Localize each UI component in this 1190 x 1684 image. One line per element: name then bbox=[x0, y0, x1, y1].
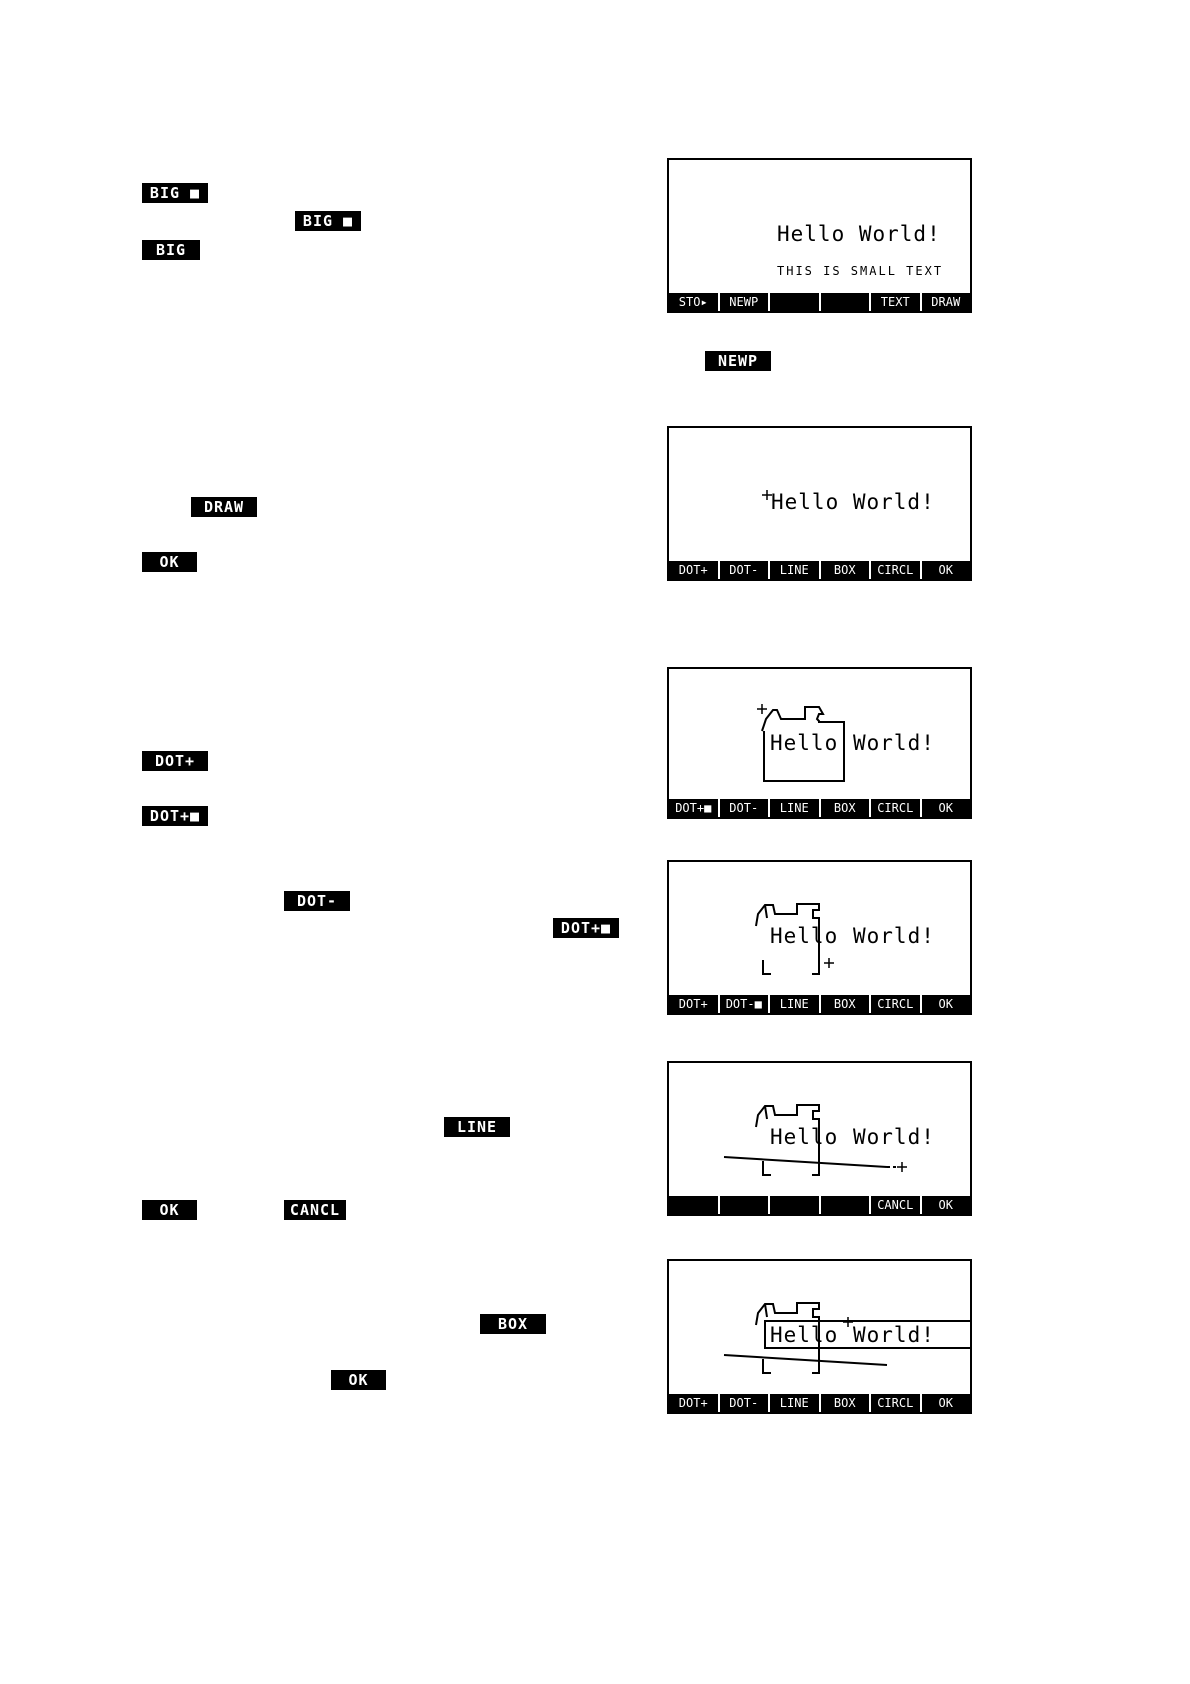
cancl-key[interactable]: CANCL bbox=[284, 1200, 346, 1220]
ok-key-1[interactable]: OK bbox=[142, 552, 197, 572]
softkey-menu: DOT+ DOT- LINE BOX CIRCL OK bbox=[669, 561, 970, 579]
menu-key-6[interactable]: OK bbox=[919, 1196, 971, 1214]
menu-key-3[interactable]: LINE bbox=[768, 799, 819, 817]
menu-key-4[interactable]: BOX bbox=[818, 995, 870, 1013]
menu-key-1[interactable]: DOT+ bbox=[678, 997, 708, 1011]
menu-key-3[interactable]: LINE bbox=[768, 995, 819, 1013]
menu-key-2[interactable]: DOT-■ bbox=[717, 995, 769, 1013]
menu-key-4[interactable] bbox=[818, 293, 870, 311]
ok-key-2[interactable]: OK bbox=[142, 1200, 197, 1220]
box-key[interactable]: BOX bbox=[480, 1314, 546, 1334]
menu-key-2[interactable] bbox=[717, 1196, 769, 1214]
freehand-drawing bbox=[723, 1302, 970, 1374]
menu-key-5[interactable]: CIRCL bbox=[869, 561, 920, 579]
calculator-screen-6: Hello World! DOT+ DOT- LINE BOX CIRCL OK bbox=[667, 1259, 972, 1414]
menu-key-2[interactable]: DOT- bbox=[717, 799, 769, 817]
calculator-screen-2: Hello World! DOT+ DOT- LINE BOX CIRCL OK bbox=[667, 426, 972, 581]
small-text: THIS IS SMALL TEXT bbox=[777, 264, 944, 278]
softkey-menu: DOT+ DOT-■ LINE BOX CIRCL OK bbox=[669, 995, 970, 1013]
menu-key-6[interactable]: OK bbox=[919, 799, 971, 817]
menu-key-1[interactable]: DOT+ bbox=[678, 1396, 708, 1410]
dot-minus-key[interactable]: DOT- bbox=[284, 891, 350, 911]
calculator-screen-5: Hello World! CANCL OK bbox=[667, 1061, 972, 1216]
softkey-menu: DOT+■ DOT- LINE BOX CIRCL OK bbox=[669, 799, 970, 817]
menu-key-2[interactable]: NEWP bbox=[717, 293, 769, 311]
menu-key-2[interactable]: DOT- bbox=[717, 561, 769, 579]
menu-key-6[interactable]: OK bbox=[919, 995, 971, 1013]
softkey-menu: CANCL OK bbox=[669, 1196, 970, 1214]
softkey-menu: STO▸ NEWP TEXT DRAW bbox=[669, 293, 970, 311]
hello-text: Hello bbox=[770, 1125, 839, 1149]
menu-key-5[interactable]: CIRCL bbox=[869, 995, 920, 1013]
menu-key-2[interactable]: DOT- bbox=[717, 1394, 769, 1412]
freehand-drawing bbox=[723, 1104, 907, 1176]
world-text: World! bbox=[853, 924, 935, 948]
calculator-screen-3: Hello World! DOT+■ DOT- LINE BOX CIRCL O… bbox=[667, 667, 972, 819]
big-key-3[interactable]: BIG bbox=[142, 240, 200, 260]
menu-key-6[interactable]: OK bbox=[919, 561, 971, 579]
menu-key-5[interactable]: CANCL bbox=[869, 1196, 920, 1214]
big-key-1[interactable]: BIG ■ bbox=[142, 183, 208, 203]
hello-text: Hello bbox=[770, 731, 839, 755]
freehand-drawing bbox=[757, 704, 845, 782]
ok-key-3[interactable]: OK bbox=[331, 1370, 386, 1390]
menu-key-5[interactable]: CIRCL bbox=[869, 1394, 920, 1412]
world-text: World! bbox=[853, 731, 935, 755]
hello-text: Hello bbox=[770, 924, 839, 948]
world-text: World! bbox=[853, 1323, 935, 1347]
big-key-2[interactable]: BIG ■ bbox=[295, 211, 361, 231]
menu-key-1[interactable]: DOT+■ bbox=[675, 801, 712, 815]
menu-key-6[interactable]: OK bbox=[919, 1394, 971, 1412]
hello-world-text: Hello World! bbox=[771, 490, 935, 514]
newp-key[interactable]: NEWP bbox=[705, 351, 771, 371]
menu-key-3[interactable] bbox=[768, 1196, 819, 1214]
draw-key[interactable]: DRAW bbox=[191, 497, 257, 517]
freehand-drawing bbox=[755, 903, 834, 975]
menu-key-3[interactable]: LINE bbox=[768, 561, 819, 579]
line-key[interactable]: LINE bbox=[444, 1117, 510, 1137]
menu-key-4[interactable] bbox=[818, 1196, 870, 1214]
menu-key-5[interactable]: TEXT bbox=[869, 293, 920, 311]
menu-key-6[interactable]: DRAW bbox=[919, 293, 971, 311]
menu-key-1[interactable] bbox=[669, 1196, 718, 1214]
dot-plus-key[interactable]: DOT+ bbox=[142, 751, 208, 771]
dot-plus-square-key-2[interactable]: DOT+■ bbox=[553, 918, 619, 938]
menu-key-1[interactable]: DOT+ bbox=[678, 563, 708, 577]
calculator-screen-1: Hello World! THIS IS SMALL TEXT STO▸ NEW… bbox=[667, 158, 972, 313]
menu-key-4[interactable]: BOX bbox=[818, 1394, 870, 1412]
hello-text: Hello bbox=[770, 1323, 839, 1347]
menu-key-4[interactable]: BOX bbox=[818, 561, 870, 579]
world-text: World! bbox=[853, 1125, 935, 1149]
menu-key-1[interactable]: STO▸ bbox=[678, 295, 708, 309]
dot-plus-square-key-1[interactable]: DOT+■ bbox=[142, 806, 208, 826]
softkey-menu: DOT+ DOT- LINE BOX CIRCL OK bbox=[669, 1394, 970, 1412]
menu-key-3[interactable] bbox=[768, 293, 819, 311]
calculator-screen-4: Hello World! DOT+ DOT-■ LINE BOX CIRCL O… bbox=[667, 860, 972, 1015]
hello-world-text: Hello World! bbox=[777, 222, 941, 246]
menu-key-4[interactable]: BOX bbox=[818, 799, 870, 817]
menu-key-5[interactable]: CIRCL bbox=[869, 799, 920, 817]
menu-key-3[interactable]: LINE bbox=[768, 1394, 819, 1412]
cursor-drawing bbox=[762, 490, 772, 500]
